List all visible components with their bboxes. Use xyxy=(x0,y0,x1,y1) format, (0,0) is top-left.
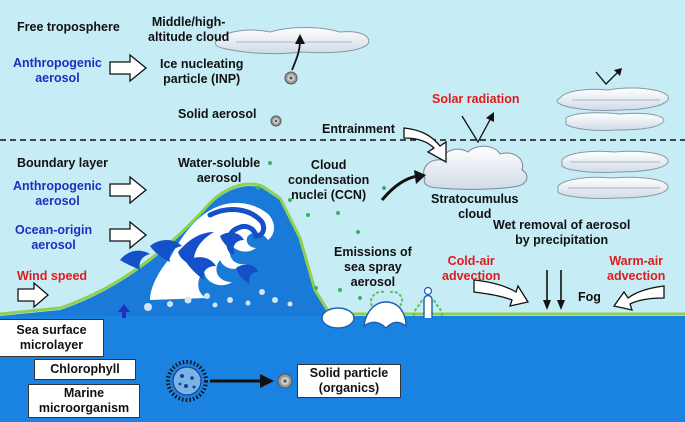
precip-head-2 xyxy=(557,300,565,310)
solid-particle-box: Solid particle (organics) xyxy=(297,364,401,398)
ccn-dot xyxy=(306,213,310,217)
bubble xyxy=(144,303,152,311)
ccn-dot xyxy=(288,198,292,202)
bubble xyxy=(259,289,265,295)
upper-right-cloud xyxy=(556,87,669,131)
free-troposphere-label: Free troposphere xyxy=(17,20,120,34)
fog-label: Fog xyxy=(578,290,601,304)
ccn-label: Cloud condensation nuclei (CCN) xyxy=(288,158,370,202)
wave-claw-2 xyxy=(150,240,182,262)
ocean-origin-aerosol-label: Ocean-origin aerosol xyxy=(15,223,93,252)
wave-claw-5 xyxy=(236,264,258,284)
jet-splash xyxy=(413,299,443,317)
arrow-entrainment xyxy=(403,127,447,164)
bubble xyxy=(212,302,218,308)
solar-ray-boundary xyxy=(461,115,493,144)
arrow-ccn-head xyxy=(414,170,426,184)
jet-column xyxy=(423,294,433,318)
warm-air-advection-label: Warm-air advection xyxy=(607,254,666,283)
arrow-cold-air xyxy=(473,279,530,307)
arrow-anthropogenic-bl xyxy=(109,175,148,205)
anthropogenic-aerosol-top-label: Anthropogenic aerosol xyxy=(13,56,102,85)
ccn-dot xyxy=(336,211,340,215)
middle-high-cloud-text: Middle/high- altitude cloud xyxy=(148,15,230,44)
wave-claw-4 xyxy=(220,232,244,252)
microlayer-edge xyxy=(0,182,685,316)
ccn-dot xyxy=(268,161,272,165)
chlorophyll-box: Chlorophyll xyxy=(34,359,136,380)
ccn-dot xyxy=(382,186,386,190)
solid-particle-icon xyxy=(277,373,293,389)
rising-bubble-arrow xyxy=(118,304,130,318)
arrow-anthropogenic-top xyxy=(109,53,148,83)
middle-high-cloud-label: Middle/high- altitude cloud xyxy=(148,15,229,45)
solar-ray-top-head xyxy=(614,68,622,76)
solid-aerosol-icon xyxy=(270,115,282,127)
bubble xyxy=(204,293,210,299)
bubble-cap-burst xyxy=(363,301,407,329)
middle-high-cloud xyxy=(214,27,370,55)
ccn-dot xyxy=(314,286,318,290)
wave-claw-3 xyxy=(186,257,216,280)
wave-inner xyxy=(178,232,214,266)
entrainment-label: Entrainment xyxy=(322,122,395,136)
jet-drop-right xyxy=(389,290,404,307)
inp-label: Ice nucleating particle (INP) xyxy=(160,57,244,86)
wave-claw-1 xyxy=(120,250,150,270)
bubble xyxy=(227,297,233,303)
bubble xyxy=(272,297,278,303)
lower-right-cloud xyxy=(557,150,669,199)
arrow-wind-speed xyxy=(17,281,49,309)
solid-aerosol-label: Solid aerosol xyxy=(178,107,257,121)
stratocumulus-label: Stratocumulus cloud xyxy=(431,192,519,221)
arrow-ccn-to-cloud xyxy=(380,174,419,201)
wind-speed-label: Wind speed xyxy=(17,269,88,283)
jet-drop-left xyxy=(370,290,385,307)
bubble xyxy=(287,301,293,307)
precip-head-1 xyxy=(543,300,551,310)
solar-ray-head xyxy=(486,112,494,122)
arrow-organics-head xyxy=(260,374,274,388)
microorganism-icon xyxy=(166,360,208,402)
sea-spray-label: Emissions of sea spray aerosol xyxy=(334,245,412,289)
ccn-dot xyxy=(256,186,260,190)
arrow-inp-head xyxy=(295,34,305,44)
water-soluble-aerosol-label: Water-soluble aerosol xyxy=(178,156,261,185)
arrow-warm-air xyxy=(612,285,665,311)
sea-surface-microlayer-box: Sea surface microlayer xyxy=(0,319,104,357)
bubble xyxy=(184,296,192,304)
ccn-dot xyxy=(358,296,362,300)
boundary-layer-label: Boundary layer xyxy=(17,156,109,170)
ccn-dot xyxy=(356,230,360,234)
cold-air-advection-label: Cold-air advection xyxy=(442,254,501,283)
inp-particle-icon xyxy=(284,71,298,85)
jet-droplet xyxy=(423,286,433,296)
bubble xyxy=(167,301,173,307)
bubble-film xyxy=(321,307,355,329)
arrow-ocean-origin xyxy=(109,220,148,250)
marine-microorganism-box: Marine microorganism xyxy=(28,384,140,418)
wet-removal-label: Wet removal of aerosol by precipitation xyxy=(493,218,631,247)
ccn-dot xyxy=(338,288,342,292)
anthropogenic-aerosol-bl-label: Anthropogenic aerosol xyxy=(13,179,102,208)
solar-radiation-label: Solar radiation xyxy=(432,92,520,106)
bubble xyxy=(245,300,251,306)
solar-ray-top xyxy=(595,69,621,85)
